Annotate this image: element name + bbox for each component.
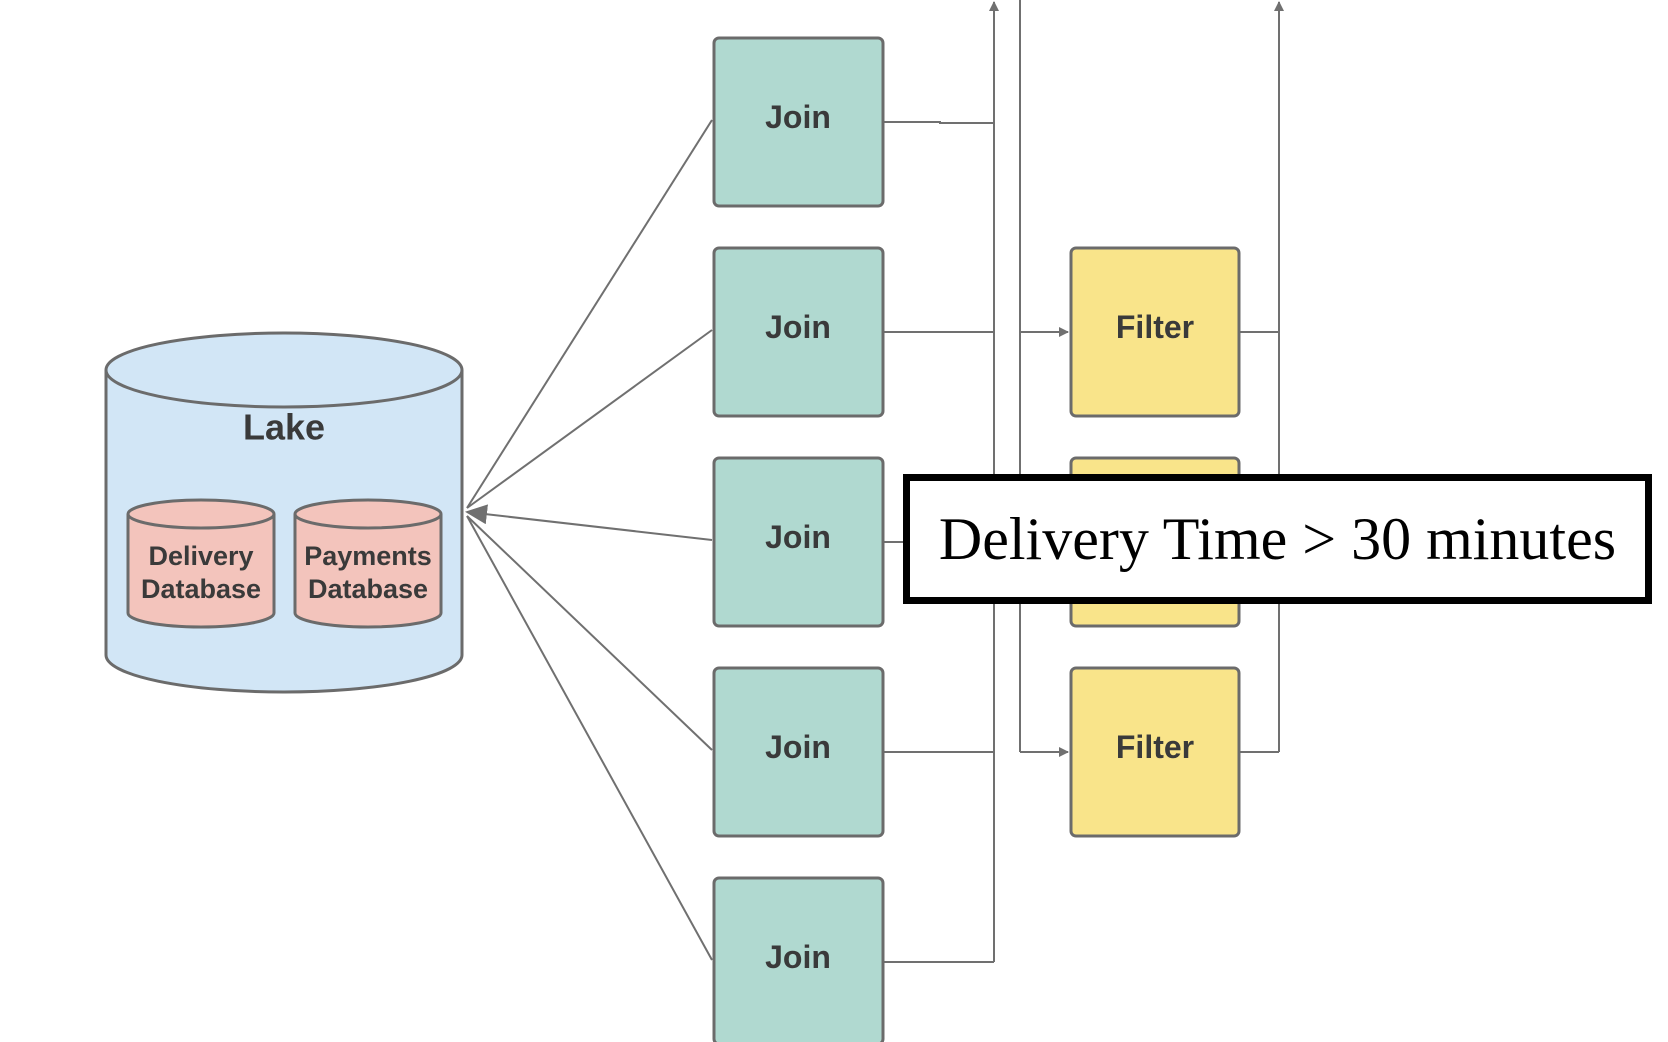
join-node-1-label: Join [765,99,831,135]
edge-join-4-lake [466,515,713,751]
payments-database-label-line1: Payments [304,541,432,571]
delivery-database: Delivery Database [126,498,276,629]
lake-label: Lake [243,407,325,448]
join-node-2-label: Join [765,309,831,345]
edge-join-1-bus [884,121,994,124]
join-node-5: Join [712,876,885,1042]
join-node-2: Join [712,246,885,418]
lake-top [104,331,464,409]
filter-condition-callout: Delivery Time > 30 minutes [903,474,1652,604]
filter-condition-text: Delivery Time > 30 minutes [938,505,1617,572]
edge-join-2-lake [466,329,713,509]
filter-node-1-label: Filter [1116,309,1194,345]
join-node-4-label: Join [765,729,831,765]
delivery-database-label-line1: Delivery [148,541,253,571]
join-to-lake-edges [465,119,713,961]
edge-join-3-lake [465,504,713,541]
join-node-3-label: Join [765,519,831,555]
payments-database: Payments Database [293,498,443,629]
filter-node-1: Filter [1069,246,1241,418]
bus-edges [884,0,1284,963]
join-node-4: Join [712,666,885,838]
join-node-5-label: Join [765,939,831,975]
filter-node-3-label: Filter [1116,729,1194,765]
join-nodes: Join Join Join Join Join [712,36,885,1042]
edge-join-5-lake [466,515,713,961]
payments-database-label-line2: Database [308,574,428,604]
lake-cylinder: Lake Delivery Database Payments Database [104,331,464,694]
edge-join-1-lake [466,119,713,509]
filter-node-3: Filter [1069,666,1241,838]
join-node-1: Join [712,36,885,208]
delivery-database-label-line2: Database [141,574,261,604]
join-node-3: Join [712,456,885,628]
